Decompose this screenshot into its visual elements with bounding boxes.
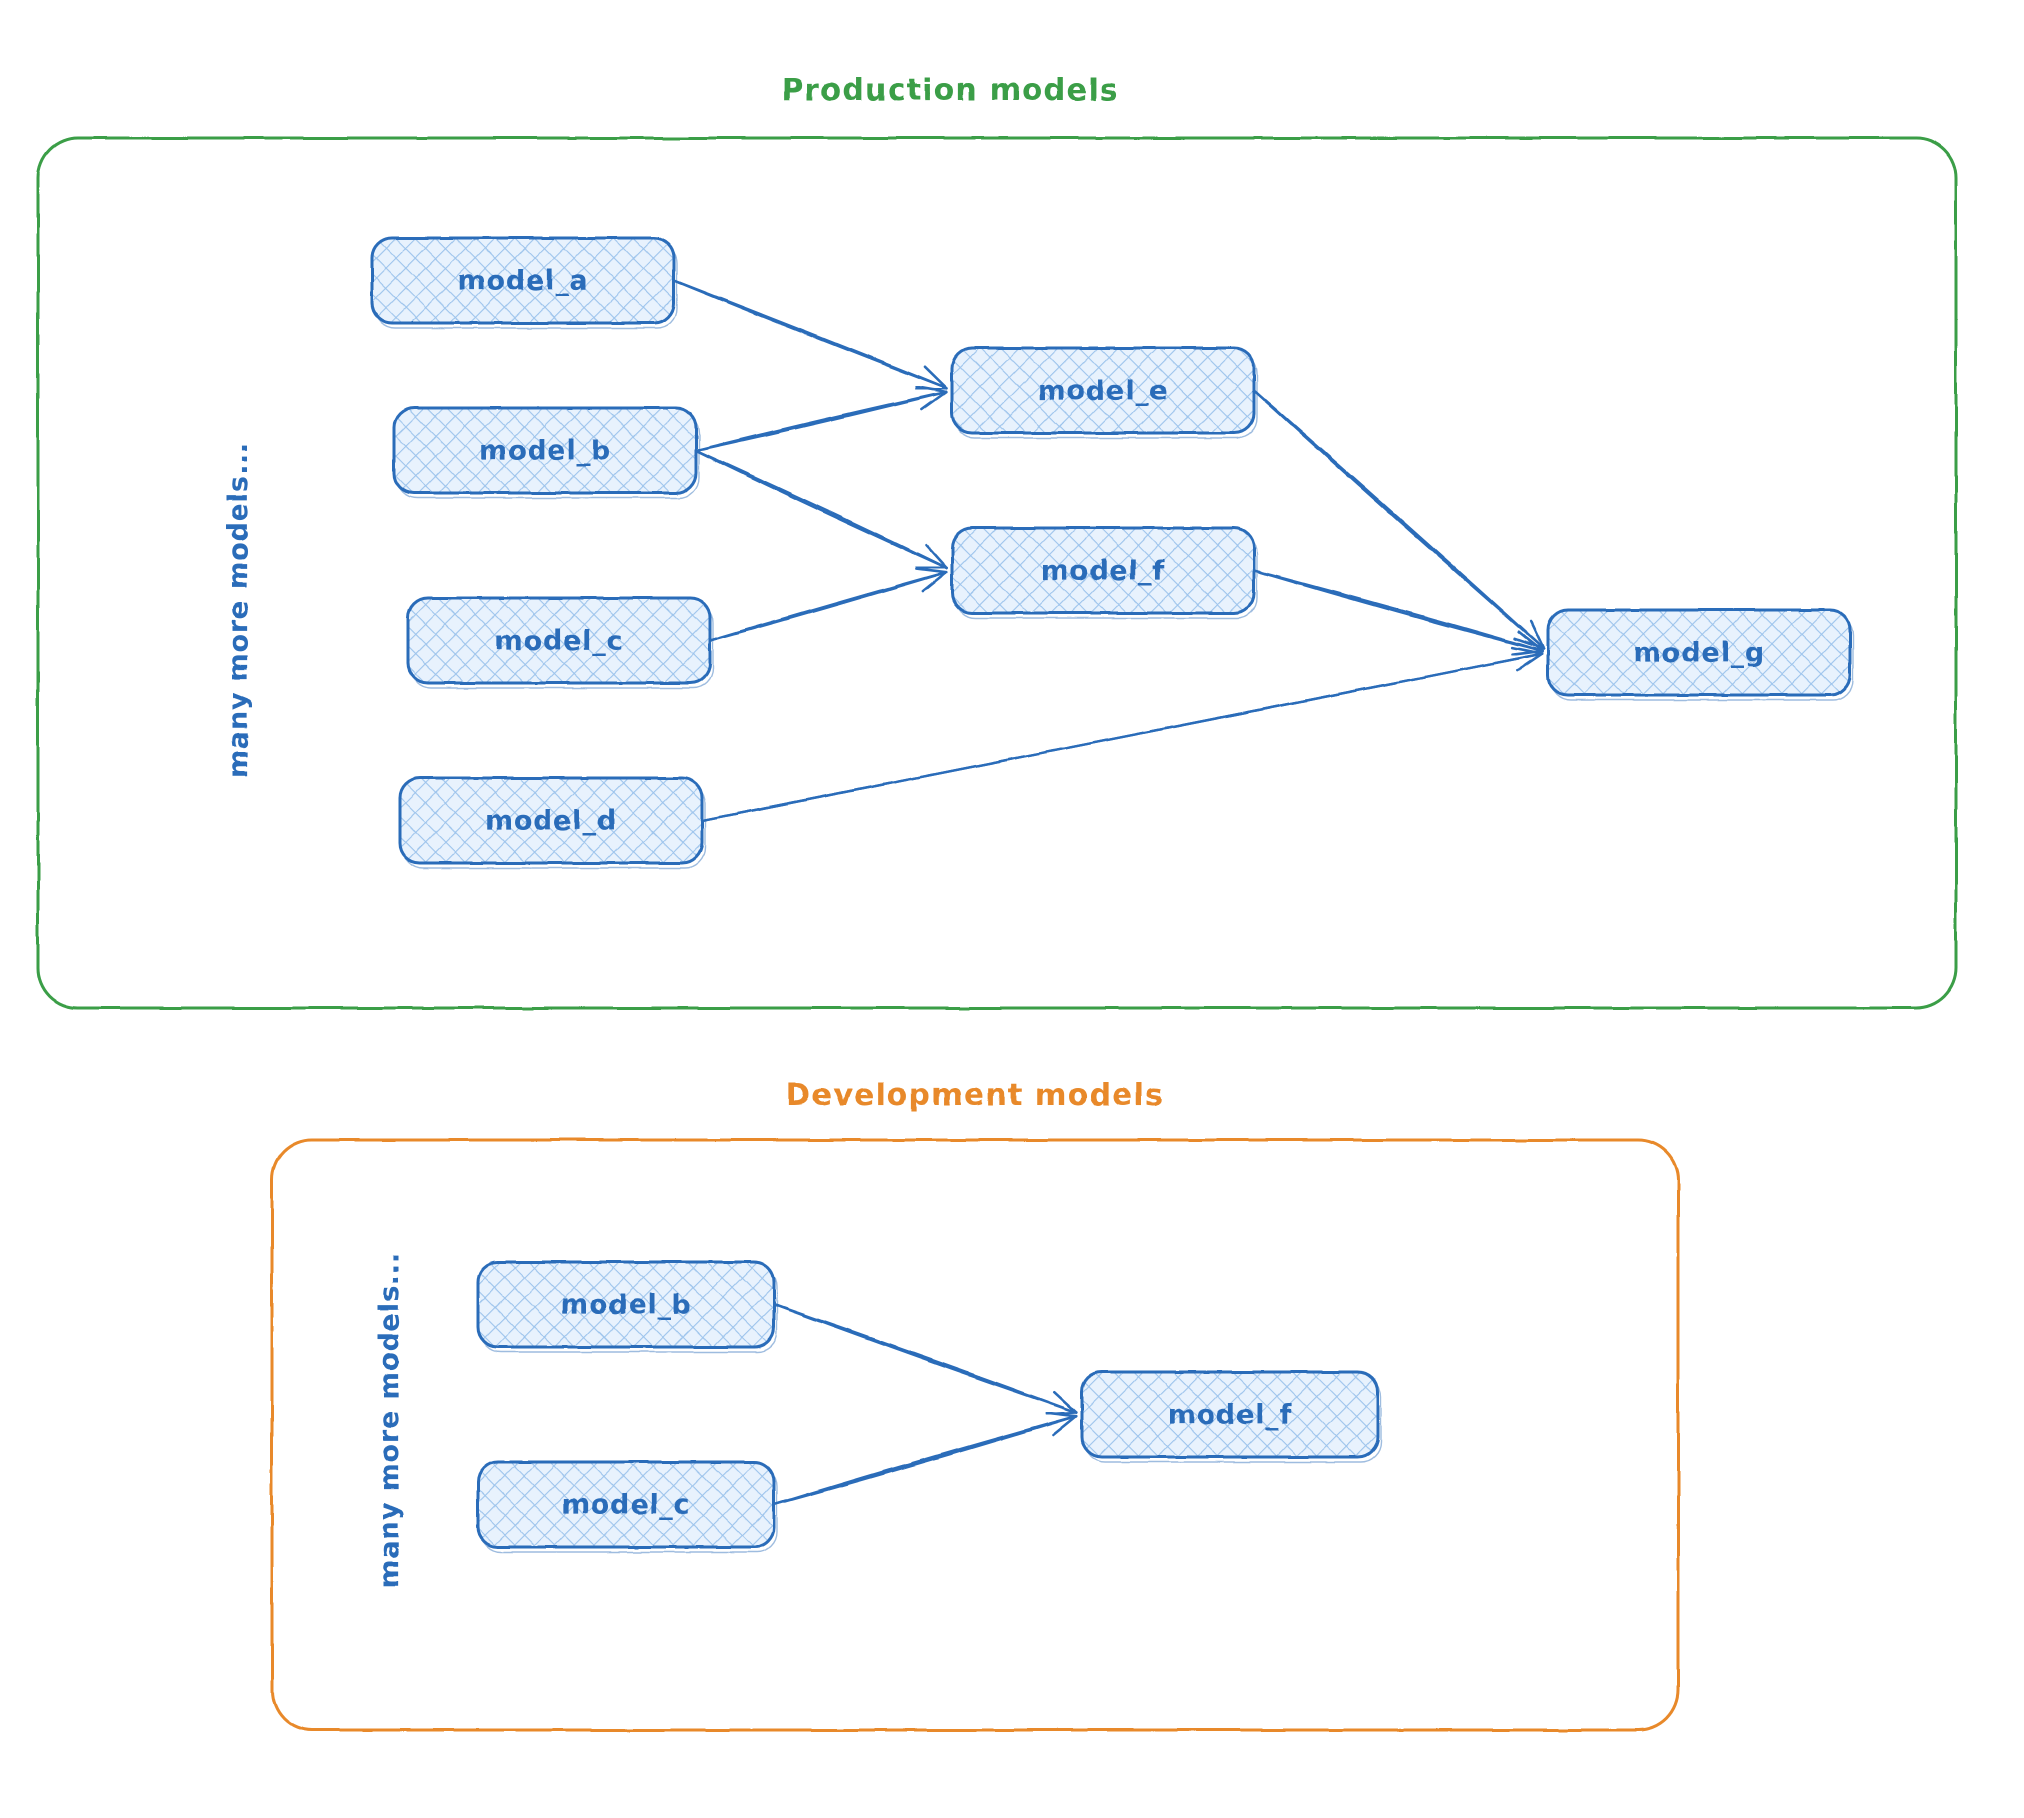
node-label: model_g xyxy=(1633,638,1765,669)
node-label: model_b xyxy=(479,436,611,467)
edges xyxy=(672,279,1545,1506)
node-box[interactable] xyxy=(476,1460,776,1549)
node-label: model_f xyxy=(1168,1400,1292,1431)
node-box[interactable] xyxy=(1546,608,1852,697)
edge-stroke xyxy=(708,571,948,642)
edge-dev_model_b-to-dev_model_f xyxy=(772,1303,1078,1416)
edge-arrowhead xyxy=(1045,1411,1078,1418)
edge-stroke xyxy=(772,1415,1078,1506)
edge-arrowhead xyxy=(1511,646,1544,655)
node-label: model_b xyxy=(560,1290,692,1321)
node-box[interactable] xyxy=(398,776,704,865)
node-box[interactable] xyxy=(1080,1370,1380,1459)
node-box[interactable] xyxy=(950,346,1256,435)
group-development xyxy=(270,1138,1680,1732)
side-label-development: many more models... xyxy=(374,1252,405,1588)
edge-stroke xyxy=(1252,569,1544,653)
group-labels: Production models many more models... Deve… xyxy=(223,73,1165,1588)
group-containers xyxy=(36,136,1958,1732)
node-dev_model_c[interactable]: model_c xyxy=(476,1460,778,1553)
edge-arrowhead xyxy=(921,570,948,593)
group-border-production xyxy=(36,136,1958,1010)
edge-stroke xyxy=(1252,389,1545,650)
node-box[interactable] xyxy=(476,1260,776,1349)
node-prod_model_c[interactable]: model_c xyxy=(406,596,714,689)
edge-prod_model_e-to-prod_model_g xyxy=(1252,389,1545,650)
edge-prod_model_d-to-prod_model_g xyxy=(700,646,1544,822)
edge-stroke xyxy=(694,390,948,452)
node-label: model_e xyxy=(1038,376,1169,407)
edge-prod_model_b-to-prod_model_e xyxy=(694,385,948,452)
edge-stroke xyxy=(694,449,948,570)
nodes: model_a model_b model_c model_d model_emodel… xyxy=(370,236,1854,1553)
node-dev_model_b[interactable]: model_b xyxy=(476,1260,778,1353)
node-box[interactable] xyxy=(370,236,676,325)
node-box[interactable] xyxy=(392,406,698,495)
node-box[interactable] xyxy=(950,526,1256,615)
edge-stroke xyxy=(772,1303,1078,1414)
edge-prod_model_b-to-prod_model_f xyxy=(694,449,948,570)
node-prod_model_e[interactable]: model_e xyxy=(950,346,1258,439)
node-label: model_c xyxy=(562,1490,691,1521)
edge-arrowhead xyxy=(1051,1414,1078,1437)
edge-prod_model_f-to-prod_model_g xyxy=(1252,569,1544,656)
group-title-development: Development models xyxy=(786,1078,1165,1113)
side-label-production: many more models... xyxy=(223,442,254,778)
node-prod_model_d[interactable]: model_d xyxy=(398,776,706,869)
edge-arrowhead xyxy=(1053,1390,1078,1414)
node-box[interactable] xyxy=(406,596,712,685)
edge-prod_model_c-to-prod_model_f xyxy=(708,567,948,642)
edge-arrowhead xyxy=(915,385,948,394)
edge-arrowhead xyxy=(1517,630,1544,653)
edge-arrowhead xyxy=(923,366,948,390)
edge-arrowhead xyxy=(1529,620,1545,650)
node-prod_model_g[interactable]: model_g xyxy=(1546,608,1854,701)
edge-stroke xyxy=(700,652,1544,822)
node-label: model_a xyxy=(458,266,589,297)
edge-prod_model_a-to-prod_model_e xyxy=(672,279,948,391)
node-dev_model_f[interactable]: model_f xyxy=(1080,1370,1382,1463)
group-production xyxy=(36,136,1958,1010)
group-border-development xyxy=(270,1138,1680,1732)
edge-dev_model_c-to-dev_model_f xyxy=(772,1411,1078,1506)
node-prod_model_b[interactable]: model_b xyxy=(392,406,700,499)
edge-arrowhead xyxy=(915,567,948,574)
group-title-production: Production models xyxy=(781,73,1118,108)
edge-arrowhead xyxy=(915,565,948,570)
edge-arrowhead xyxy=(1516,652,1544,672)
node-prod_model_f[interactable]: model_f xyxy=(950,526,1258,619)
edge-arrowhead xyxy=(920,390,948,411)
node-prod_model_a[interactable]: model_a xyxy=(370,236,678,329)
node-label: model_d xyxy=(485,806,617,837)
node-label: model_c xyxy=(495,626,624,657)
edge-stroke xyxy=(672,279,948,390)
edge-arrowhead xyxy=(925,544,948,570)
node-label: model_f xyxy=(1041,556,1165,587)
